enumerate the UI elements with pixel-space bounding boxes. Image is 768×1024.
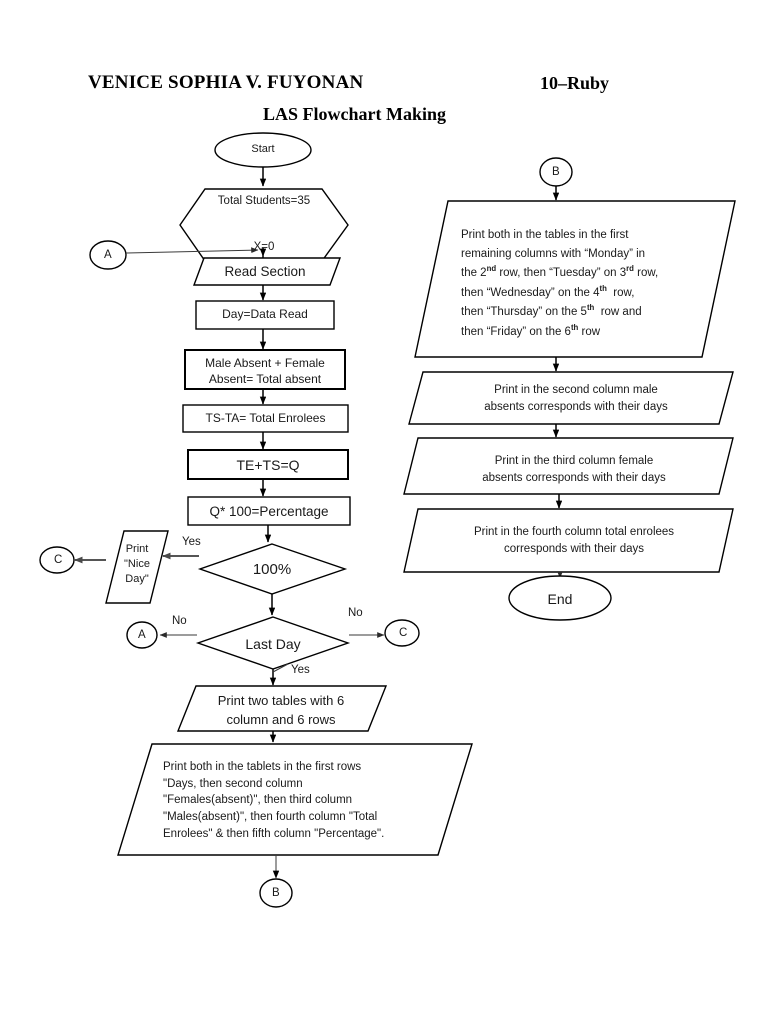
connector-a-left-label: A [104,249,112,261]
node-two-tables [176,685,388,732]
node-hundred-percent-label: 100% [252,561,292,578]
node-te-ts-q-label: TE+TS=Q [236,457,300,473]
node-init-label: Total Students=35 X=0 [217,195,311,253]
connector-b-top-label: B [552,166,560,178]
node-percentage [187,496,351,526]
node-days-rows [414,200,736,358]
node-enrolees-label: TS-TA= Total Enrolees [205,411,326,425]
node-total-absent [184,349,346,390]
edge-label-no-last-right: No [348,607,363,619]
node-print-nice-day [105,530,169,604]
node-end-label: End [547,591,573,607]
edge-label-yes-last: Yes [291,664,310,676]
edge-label-no-last-left: No [172,615,187,627]
node-read-section [192,257,342,286]
connector-b-bottom [259,878,293,908]
node-percentage-label: Q* 100=Percentage [209,504,329,519]
node-male-column-label: Print in the second column male absents … [484,384,668,414]
connector-c-left-label: C [54,554,63,566]
node-last-day-label: Last Day [245,636,301,652]
node-female-column [403,437,734,495]
connector-a-bottom-label: A [138,629,146,641]
node-start-label: Start [251,143,275,155]
node-day-data-label: Day=Data Read [222,307,308,321]
page-title: LAS Flowchart Making [263,104,447,124]
connector-c-right [384,619,420,647]
edge-label-yes-hundred: Yes [182,536,201,548]
node-enrolees-column-label: Print in the fourth column total enrolee… [473,526,675,556]
node-tablets-header-label: Print both in the tablets in the first r… [163,761,385,840]
node-end [508,575,612,621]
node-female-column-label: Print in the third column female absents… [482,455,666,485]
node-enrolees-column [403,508,734,573]
node-day-data [195,300,335,330]
node-tablets-header [117,743,473,856]
node-te-ts-q [187,449,349,480]
section-label: 10–Ruby [540,73,610,93]
node-two-tables-label: Print two tables with 6 column and 6 row… [217,693,345,727]
node-total-absent-label: Male Absent + Female Absent= Total absen… [205,356,325,386]
node-print-nice-day-label: Print "Nice Day" [124,543,150,585]
node-read-section-label: Read Section [224,264,306,279]
connector-a-left [89,240,127,270]
node-enrolees [182,404,349,433]
connector-a-bottom [126,621,158,649]
student-name: VENICE SOPHIA V. FUYONAN [88,72,364,93]
connector-b-bottom-label: B [272,887,280,899]
connector-c-left [39,546,75,574]
node-male-column [408,371,734,425]
connector-c-right-label: C [399,627,408,639]
